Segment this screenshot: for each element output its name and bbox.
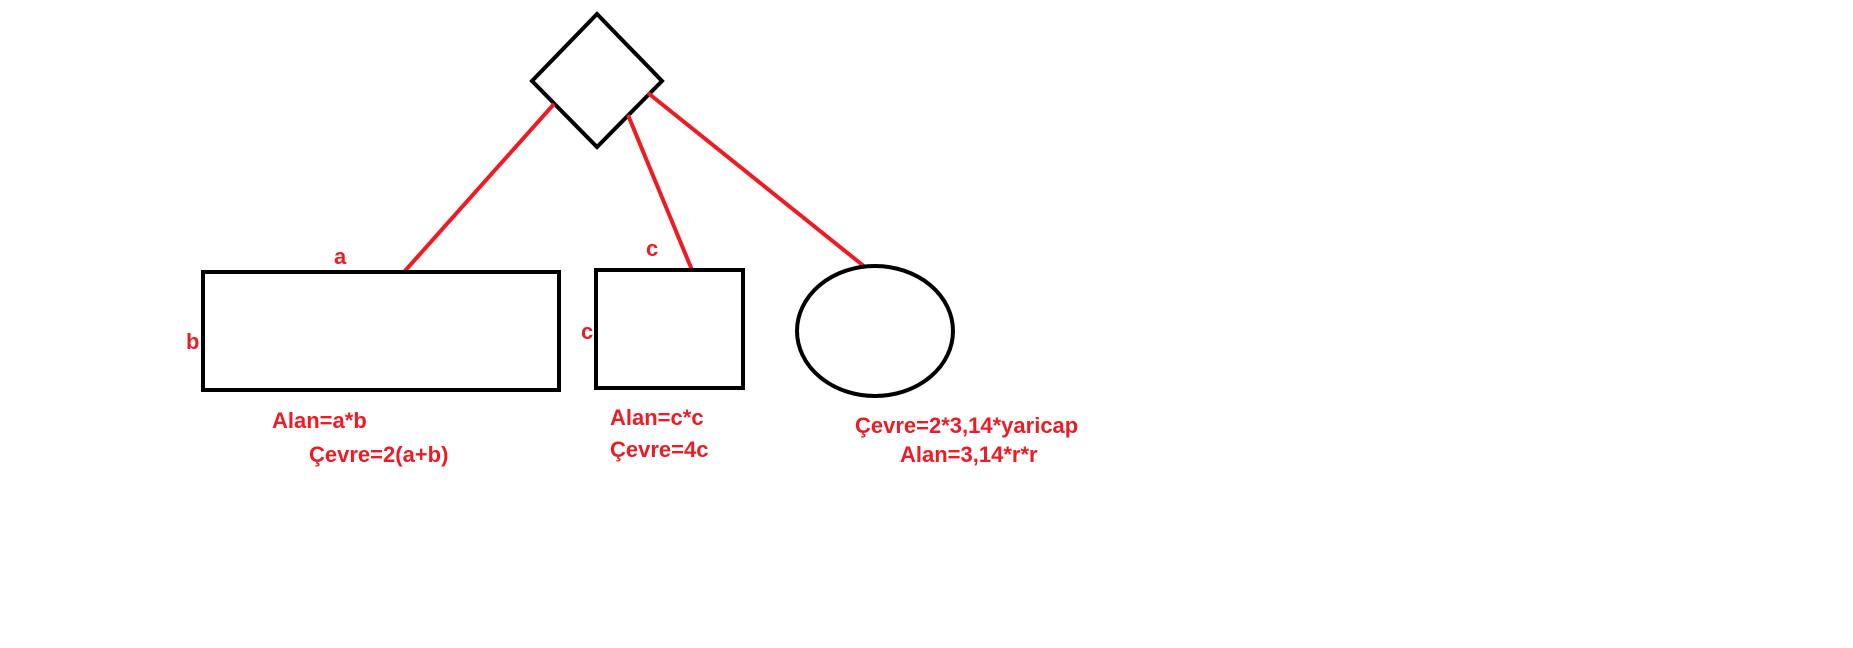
connector-to-rectangle <box>402 102 556 274</box>
connector-to-circle <box>646 91 867 269</box>
circle-perimeter-formula: Çevre=2*3,14*yaricap <box>855 413 1078 438</box>
square-perimeter-formula: Çevre=4c <box>610 437 708 462</box>
circle-shape <box>795 264 955 398</box>
circle-area-formula: Alan=3,14*r*r <box>900 442 1038 467</box>
rectangle-perimeter-formula: Çevre=2(a+b) <box>309 442 448 467</box>
rectangle-side-a-label: a <box>334 244 347 269</box>
square-side-left-label: c <box>581 319 593 344</box>
rectangle-shape <box>201 270 561 392</box>
square-area-formula: Alan=c*c <box>610 405 704 430</box>
rectangle-area-formula: Alan=a*b <box>272 408 367 433</box>
square-shape <box>594 268 745 390</box>
rectangle-side-b-label: b <box>186 329 199 354</box>
connector-to-square <box>626 114 694 271</box>
square-side-top-label: c <box>646 236 658 261</box>
root-diamond <box>529 11 665 150</box>
